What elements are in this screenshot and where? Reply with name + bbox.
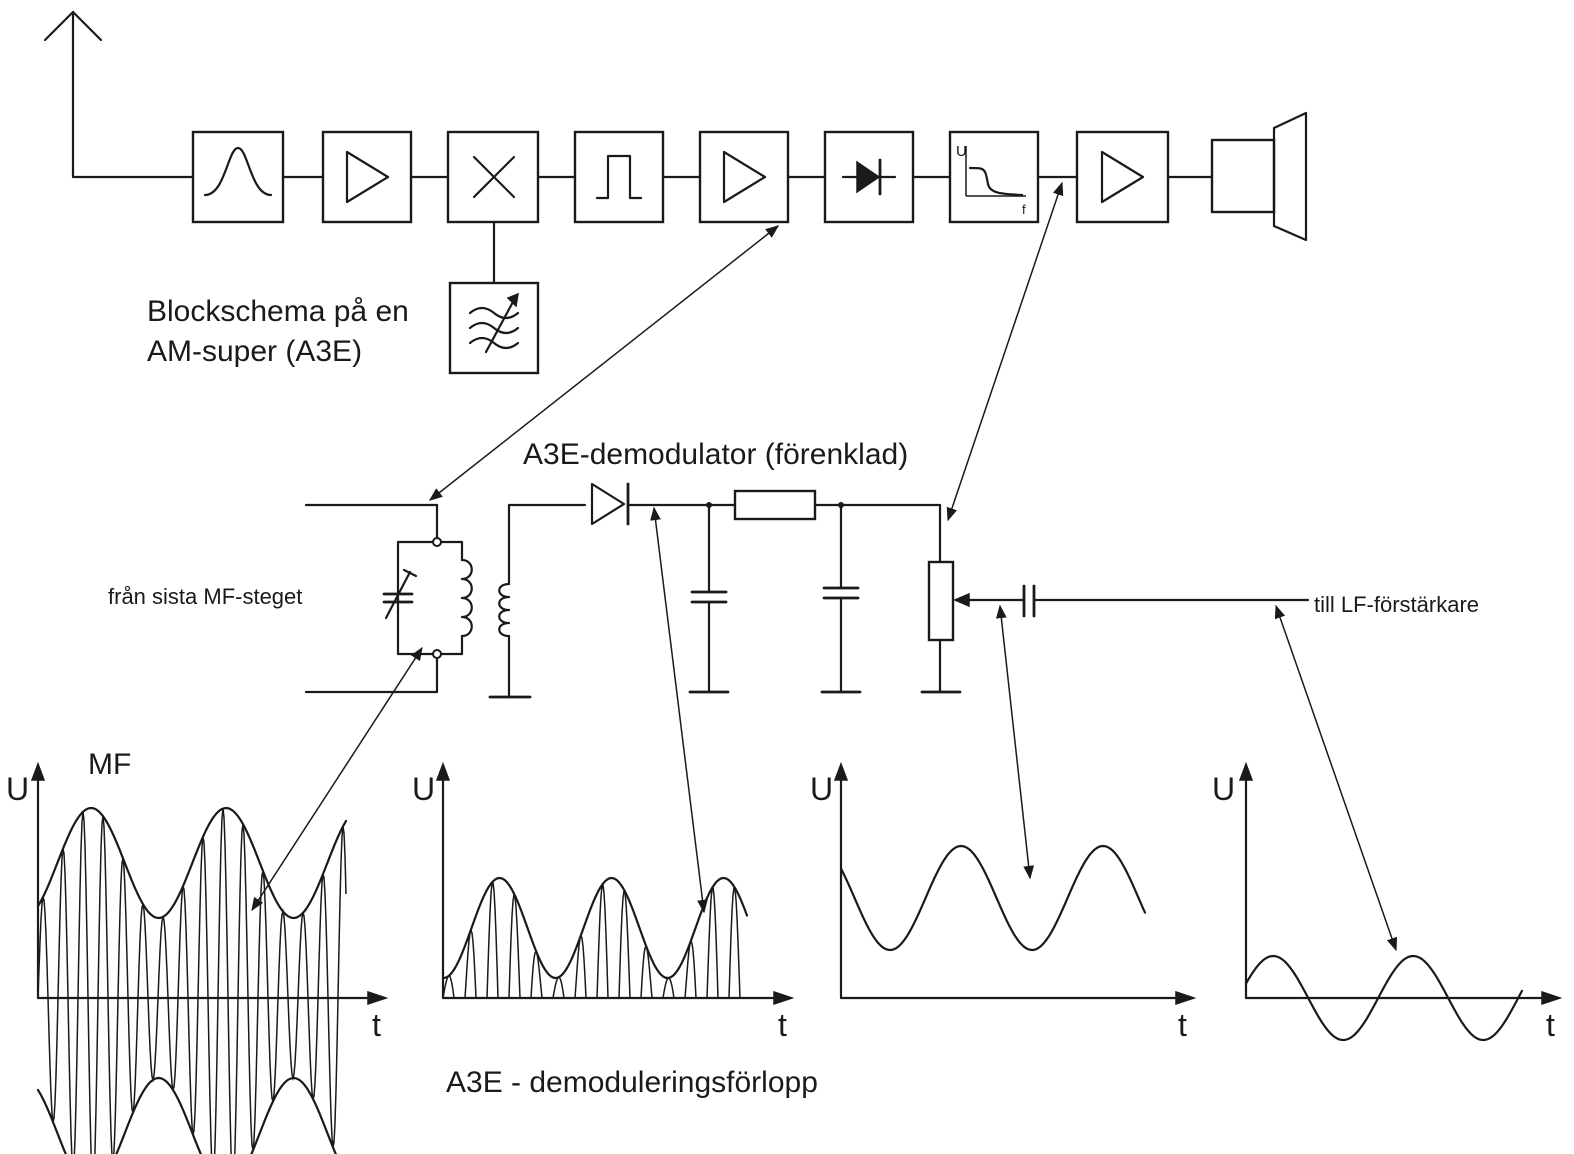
waveform-graphs: MF U t U t U t xyxy=(6,748,1563,1154)
graph-filtered-y-label: U xyxy=(810,771,833,807)
mf-label: MF xyxy=(88,748,131,781)
arrow-if-to-input xyxy=(428,225,780,501)
block-if-amplifier xyxy=(698,130,790,224)
block-if-filter xyxy=(573,130,665,224)
block-lowpass-filter: U f xyxy=(948,130,1040,224)
graph-mf-signal: U t xyxy=(6,761,389,1154)
block-rf-amplifier xyxy=(321,130,413,224)
demod-title: A3E-demodulator (förenklad) xyxy=(523,438,908,471)
from-if-label: från sista MF-steget xyxy=(108,584,302,609)
block-caption-line1: Blockschema på en xyxy=(147,295,409,328)
amplifier-icon xyxy=(345,150,390,204)
block-mixer xyxy=(446,130,540,224)
block-detector xyxy=(823,130,915,224)
graph-rectified-y-label: U xyxy=(412,771,435,807)
graph-mf-x-label: t xyxy=(372,1007,381,1043)
antenna-icon xyxy=(43,10,195,179)
coupling-capacitor xyxy=(1022,584,1310,618)
filter-capacitor-1 xyxy=(688,503,730,694)
svg-text:f: f xyxy=(1022,202,1026,217)
secondary-coil-icon xyxy=(498,582,511,638)
volume-potentiometer xyxy=(920,503,1024,694)
variable-capacitor-icon xyxy=(382,568,418,620)
svg-text:U: U xyxy=(956,143,967,160)
block-loudspeaker xyxy=(1210,111,1308,242)
process-caption: A3E - demoduleringsförlopp xyxy=(446,1066,818,1099)
graph-filtered-signal: U t xyxy=(810,761,1197,1043)
to-lf-label: till LF-förstärkare xyxy=(1314,592,1479,617)
block-local-oscillator xyxy=(448,281,540,375)
filter-capacitor-2 xyxy=(820,503,862,694)
arrow-diode-to-rect-graph xyxy=(650,506,708,914)
graph-rectified-x-label: t xyxy=(778,1007,787,1043)
arrow-pot-to-filtered-graph xyxy=(995,604,1035,880)
graph-af-x-label: t xyxy=(1546,1007,1555,1043)
block-caption-line2: AM-super (A3E) xyxy=(147,335,362,368)
demodulator-schematic: A3E-demodulator (förenklad) från sista M… xyxy=(108,438,1479,699)
graph-af-y-label: U xyxy=(1212,771,1235,807)
block-diagram: U f Blockschema på en AM-super (A3E) xyxy=(43,10,1308,375)
diode-icon xyxy=(841,158,897,196)
graph-af-signal: U t xyxy=(1212,761,1563,1043)
amplifier-icon xyxy=(1100,150,1145,204)
pointer-arrows xyxy=(251,181,1398,952)
arrow-lowpass-to-pot xyxy=(946,181,1064,522)
graph-rectified-signal: U t xyxy=(412,761,795,1043)
graph-mf-y-label: U xyxy=(6,771,29,807)
filter-resistor xyxy=(733,489,817,521)
graph-filtered-x-label: t xyxy=(1178,1007,1187,1043)
pulse-filter-icon xyxy=(595,154,643,200)
amplifier-icon xyxy=(722,150,767,204)
arrow-tank-to-mf-graph xyxy=(251,646,423,912)
detector-diode-icon xyxy=(590,482,630,526)
arrow-output-to-af-graph xyxy=(1274,604,1398,952)
mixer-icon xyxy=(472,155,516,199)
speaker-icon xyxy=(1272,111,1308,242)
tuned-circuit xyxy=(382,537,511,659)
block-af-amplifier xyxy=(1075,130,1170,224)
block-rf-filter xyxy=(191,130,285,224)
bandpass-icon xyxy=(203,146,273,197)
primary-coil-icon xyxy=(460,558,473,638)
